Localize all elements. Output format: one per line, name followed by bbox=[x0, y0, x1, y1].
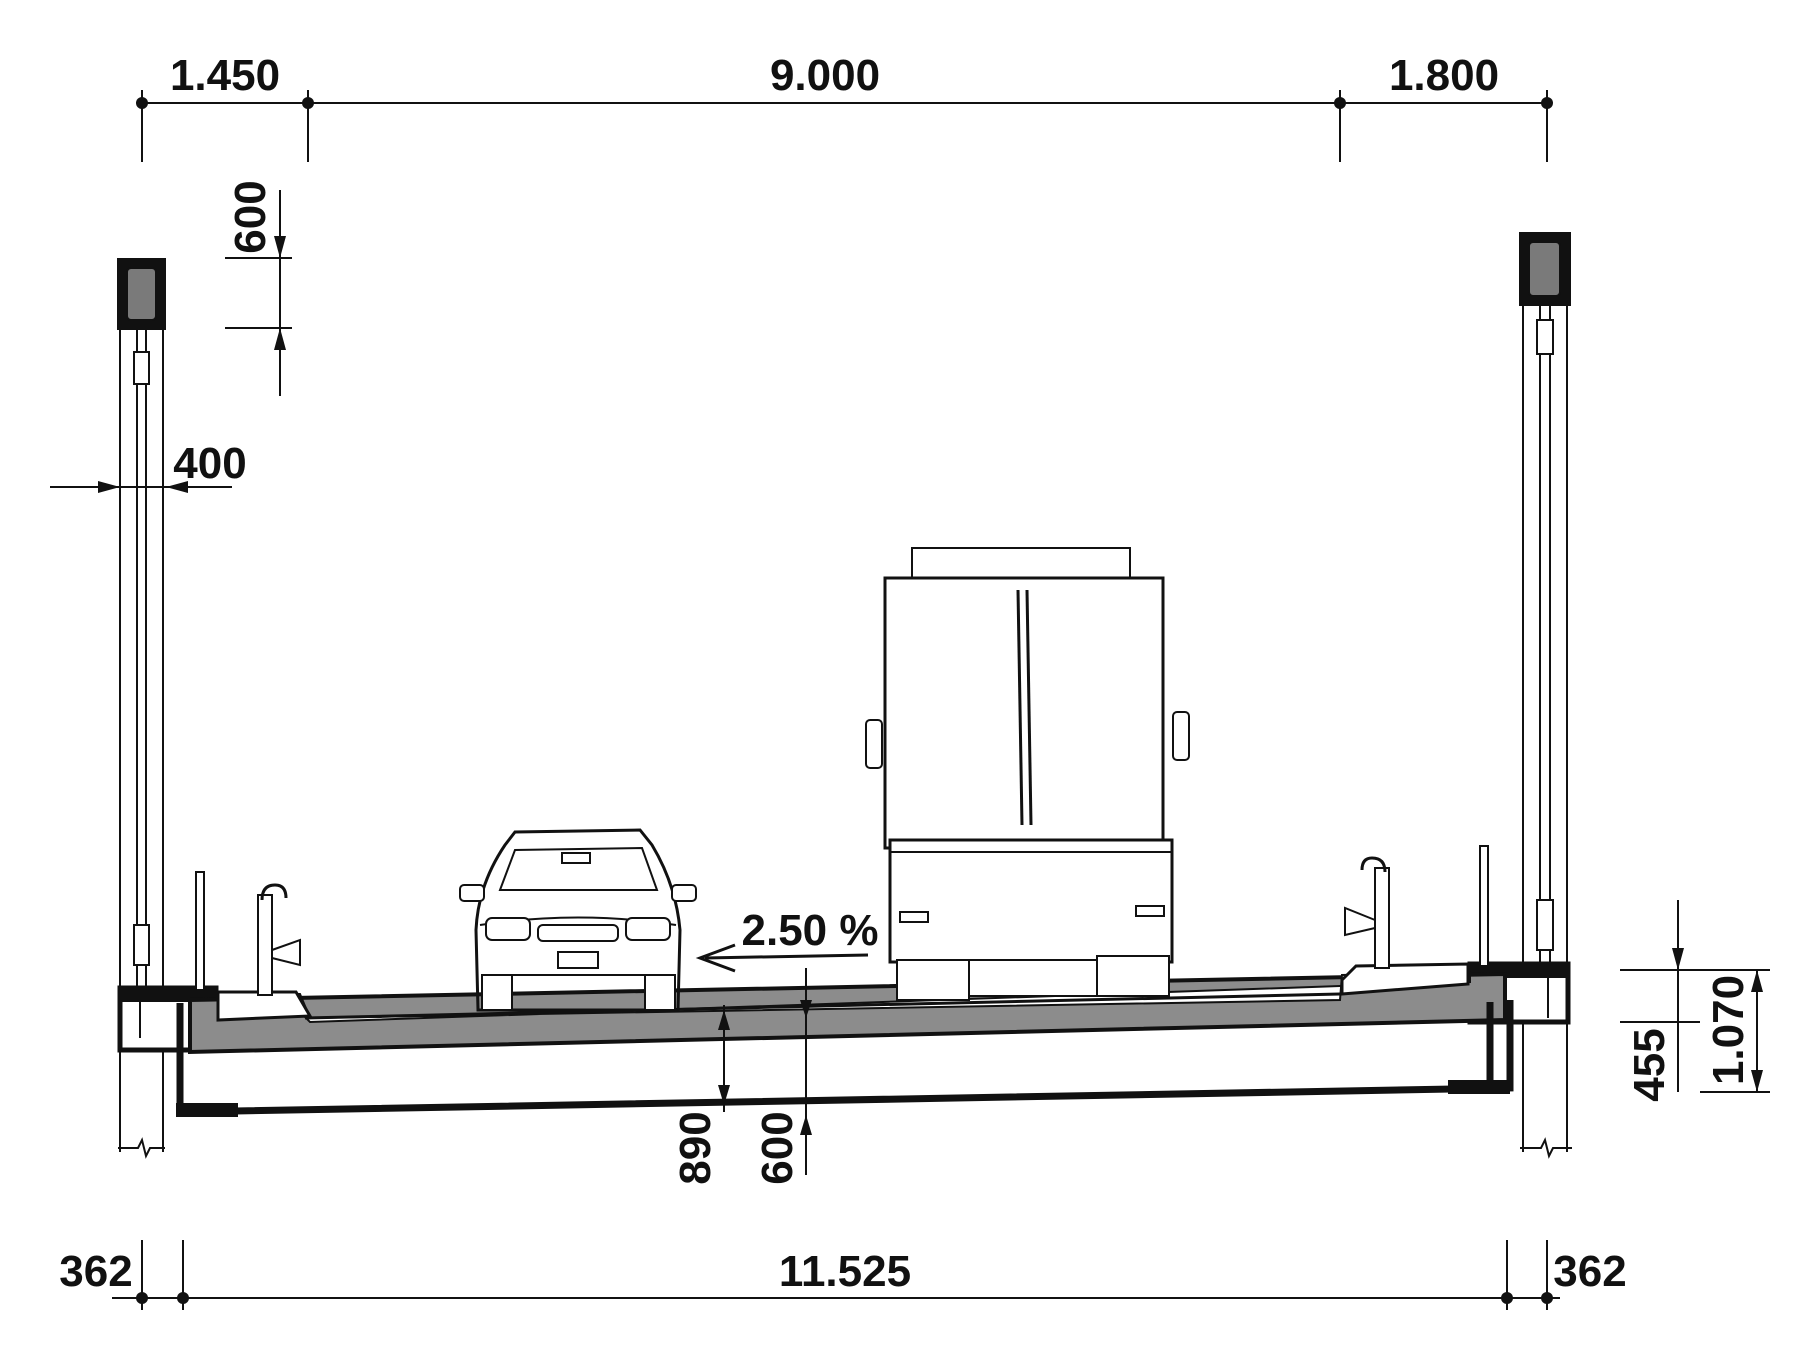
left-pole-break bbox=[118, 1137, 165, 1159]
truck-mirror-right bbox=[1172, 711, 1190, 761]
left-pole-clamp-bottom bbox=[133, 924, 150, 966]
truck-light-right bbox=[1135, 905, 1165, 917]
truck-rear-view bbox=[865, 547, 1190, 1001]
left-railing-bracket bbox=[271, 938, 301, 967]
left-kerb bbox=[216, 990, 313, 1022]
truck-axle bbox=[968, 959, 1098, 997]
pole-width-label: 400 bbox=[173, 439, 246, 488]
truck-light-left bbox=[899, 911, 929, 923]
depth-600-arrow-top bbox=[800, 1000, 812, 1018]
truck-rear-frame bbox=[888, 838, 1174, 964]
slope-label: 2.50 % bbox=[742, 906, 879, 955]
bottom-center-width-label: 11.525 bbox=[779, 1247, 911, 1296]
box-girder-left-flange bbox=[176, 1103, 238, 1117]
top-dot-4 bbox=[1541, 97, 1553, 109]
right-pole-clamp-top bbox=[1536, 319, 1554, 355]
pole-vertical-dimension: 600 bbox=[225, 180, 292, 396]
car-headlight-left bbox=[485, 917, 531, 941]
depth-890-dimension: 890 bbox=[671, 1005, 730, 1185]
right-height-dimensions: 455 1.070 bbox=[1620, 900, 1770, 1102]
pole-width-dimension: 400 bbox=[50, 439, 247, 493]
left-lamp-pole bbox=[117, 258, 166, 1159]
height-455-arrow bbox=[1672, 948, 1684, 970]
left-railing-hook bbox=[260, 883, 288, 901]
depth-600-dimension: 600 bbox=[753, 968, 812, 1185]
truck-cargo-box bbox=[883, 576, 1165, 850]
right-railing-bracket bbox=[1344, 906, 1376, 937]
car-mirror-center bbox=[561, 852, 591, 864]
car-mirror-left bbox=[459, 884, 485, 902]
truck-wheel-left bbox=[896, 959, 970, 1001]
pole-dim-arrow-top bbox=[274, 236, 286, 258]
pole-width-arrow-right bbox=[166, 481, 188, 493]
right-railing-post-1 bbox=[1479, 845, 1489, 967]
bottom-dot-4 bbox=[1541, 1292, 1553, 1304]
left-railing bbox=[195, 871, 301, 996]
bottom-dot-3 bbox=[1501, 1292, 1513, 1304]
car-wheel-left bbox=[481, 974, 513, 1011]
car-windshield bbox=[498, 846, 659, 891]
height-1070-arrow-top bbox=[1751, 970, 1763, 992]
slope-arrowhead bbox=[695, 943, 736, 973]
parapet-height-label: 455 bbox=[1625, 1028, 1674, 1101]
pole-width-arrow-left bbox=[98, 481, 120, 493]
car-headlight-right bbox=[625, 917, 671, 941]
top-dot-3 bbox=[1334, 97, 1346, 109]
truck-roof bbox=[911, 547, 1131, 581]
depth-890-arrow-bottom bbox=[718, 1085, 730, 1105]
left-pole-clamp-top bbox=[133, 351, 150, 385]
car-mirror-right bbox=[671, 884, 697, 902]
slope-arrow-line bbox=[704, 953, 869, 960]
depth-slab-label: 600 bbox=[753, 1111, 802, 1184]
right-railing-hook bbox=[1360, 856, 1387, 873]
depth-600-arrow-bottom bbox=[800, 1115, 812, 1135]
deck-slab bbox=[188, 971, 1507, 1055]
right-kerb bbox=[1340, 962, 1470, 996]
right-lamp-lens bbox=[1528, 241, 1561, 297]
right-railing bbox=[1344, 845, 1489, 969]
slope-indicator: 2.50 % bbox=[695, 906, 879, 973]
bottom-dot-2 bbox=[177, 1292, 189, 1304]
truck-mirror-left bbox=[865, 719, 883, 769]
top-dimension-chain: 1.450 9.000 1.800 bbox=[136, 51, 1553, 162]
right-pole-break bbox=[1520, 1137, 1572, 1159]
top-dot-1 bbox=[136, 97, 148, 109]
bottom-left-overhang-label: 362 bbox=[59, 1247, 132, 1296]
left-railing-post-2 bbox=[257, 894, 273, 996]
left-railing-post-1 bbox=[195, 871, 205, 991]
bottom-dot-1 bbox=[136, 1292, 148, 1304]
right-pole-clamp-bottom bbox=[1536, 899, 1554, 951]
car-wheel-right bbox=[644, 974, 676, 1011]
pole-dim-arrow-bottom bbox=[274, 328, 286, 350]
top-dot-2 bbox=[302, 97, 314, 109]
height-1070-arrow-bottom bbox=[1751, 1070, 1763, 1092]
bottom-right-overhang-label: 362 bbox=[1553, 1247, 1626, 1296]
car-grille bbox=[537, 924, 619, 942]
pole-offset-label: 600 bbox=[226, 180, 275, 253]
truck-wheel-right bbox=[1096, 955, 1170, 997]
box-girder-outline bbox=[176, 1000, 1514, 1116]
left-lamp-lens bbox=[126, 267, 157, 321]
depth-890-arrow-top bbox=[718, 1010, 730, 1030]
car-body bbox=[474, 828, 682, 1012]
box-girder-right-flange bbox=[1448, 1080, 1510, 1094]
bottom-dimension-chain: 362 11.525 362 bbox=[59, 1240, 1627, 1310]
top-left-width-label: 1.450 bbox=[170, 51, 280, 100]
bridge-deck bbox=[117, 961, 1571, 1117]
car-license-plate bbox=[557, 951, 599, 969]
top-center-width-label: 9.000 bbox=[770, 51, 880, 100]
total-height-label: 1.070 bbox=[1704, 975, 1753, 1085]
top-right-width-label: 1.800 bbox=[1389, 51, 1499, 100]
road-line bbox=[304, 992, 1341, 1020]
truck-door-line-1 bbox=[1016, 589, 1024, 826]
depth-total-label: 890 bbox=[671, 1111, 720, 1184]
right-lamp-pole bbox=[1519, 232, 1572, 1159]
car-rear-view bbox=[459, 828, 697, 1012]
truck-door-line-2 bbox=[1025, 589, 1033, 826]
right-railing-post-2 bbox=[1374, 867, 1390, 969]
